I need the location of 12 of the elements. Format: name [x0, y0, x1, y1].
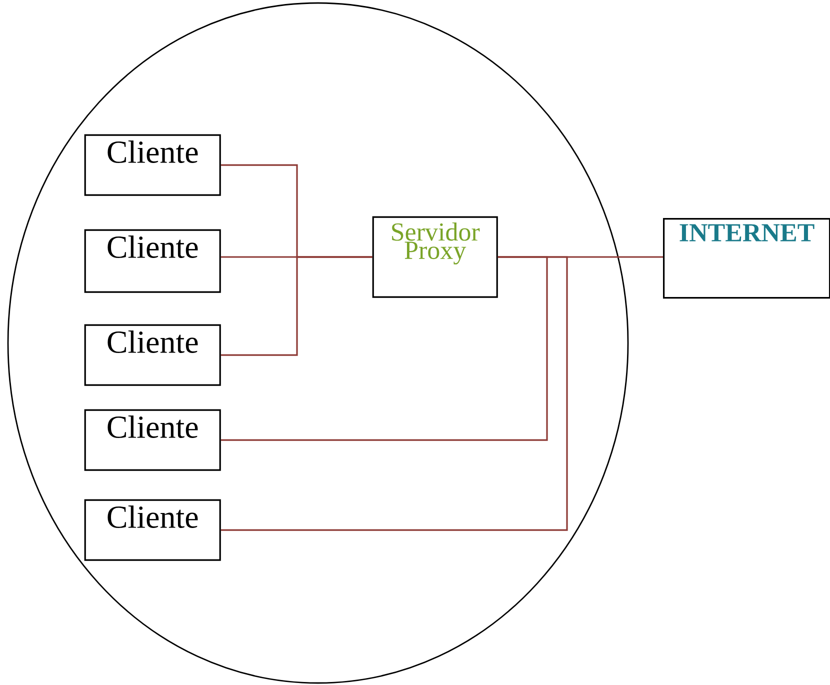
client-box: Cliente [84, 134, 221, 196]
connector-line [220, 256, 372, 356]
client-box: Cliente [84, 499, 221, 561]
server-box: Servidor Proxy [372, 216, 498, 298]
connector-line [498, 256, 663, 258]
client-box: Cliente [84, 409, 221, 471]
boundary-ellipse [7, 2, 629, 684]
connector-line [220, 256, 548, 441]
connector-line [220, 256, 568, 531]
client-box: Cliente [84, 324, 221, 386]
client-box: Cliente [84, 229, 221, 293]
internet-box: INTERNET [663, 218, 830, 299]
